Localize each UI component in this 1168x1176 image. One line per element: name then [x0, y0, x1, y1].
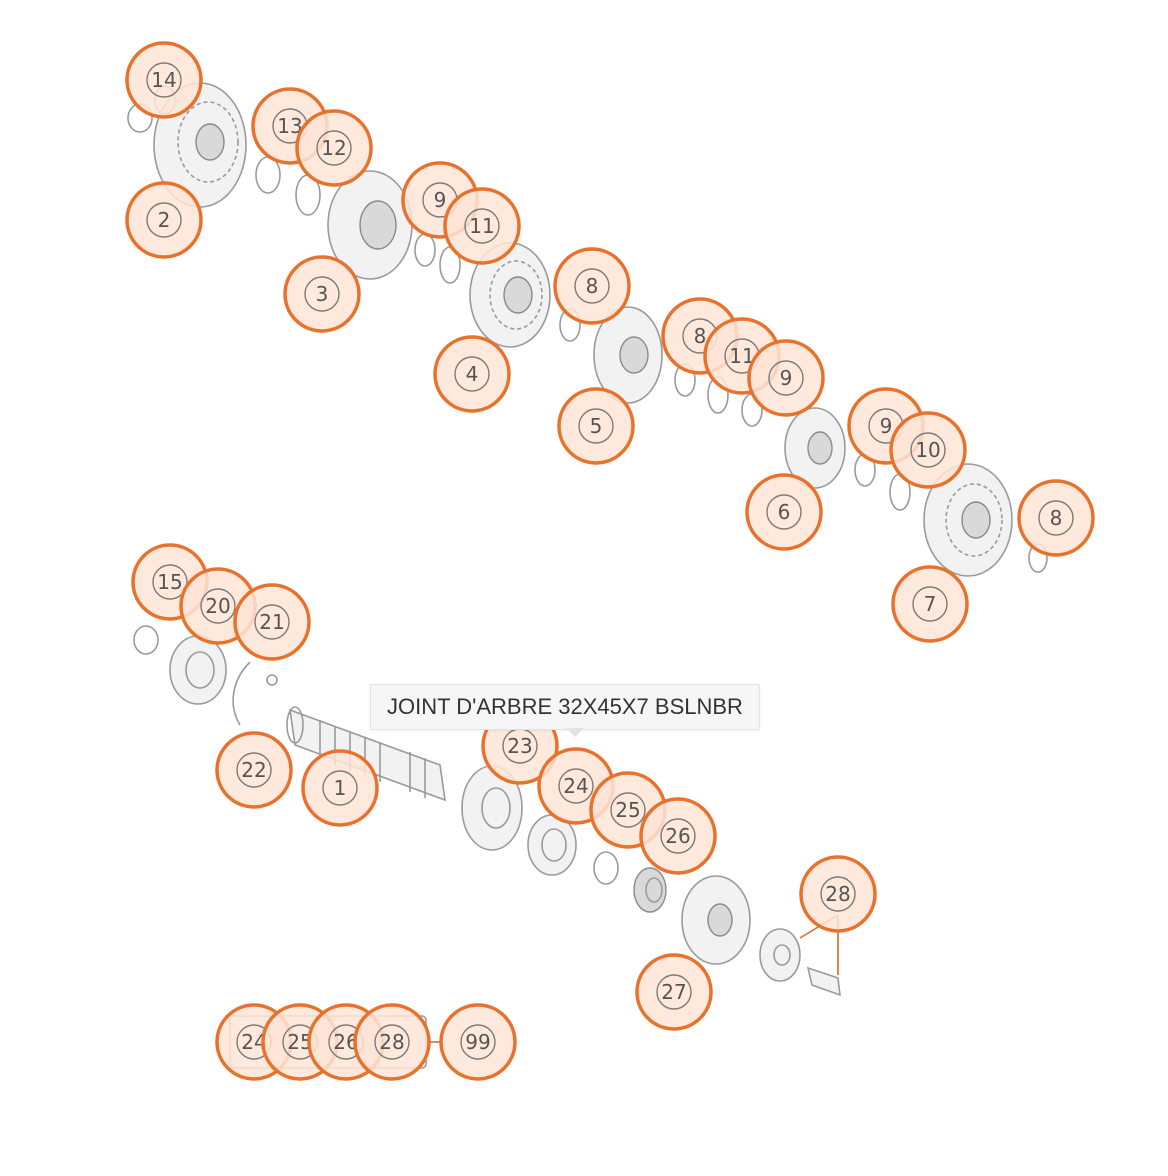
callout-8[interactable]: 8: [1017, 479, 1095, 557]
bearing-23-drawing: [461, 765, 523, 851]
sprocket-27-drawing: [681, 875, 751, 965]
oring-25-drawing: [593, 851, 619, 885]
callout-label: 4: [466, 362, 479, 386]
callout-label: 25: [615, 798, 640, 822]
callout-label: 10: [915, 438, 940, 462]
gear-5-drawing: [593, 306, 763, 427]
upper-shaft-parts: [127, 82, 1048, 577]
callout-7[interactable]: 7: [891, 565, 969, 643]
callout-label: 15: [157, 570, 182, 594]
washer-bolt-28-drawing: [759, 914, 841, 997]
lower-shaft-parts: [133, 625, 841, 1069]
callout-2[interactable]: 2: [125, 181, 203, 259]
callout-label: 11: [469, 214, 494, 238]
callout-21[interactable]: 21: [233, 583, 311, 661]
spacer-26-drawing: [633, 867, 667, 913]
callout-label: 2: [158, 208, 171, 232]
callout-label: 6: [778, 500, 791, 524]
tooltip-arrow: [566, 728, 584, 737]
callout-1[interactable]: 1: [301, 749, 379, 827]
callout-label: 26: [665, 824, 690, 848]
callout-22[interactable]: 22: [215, 731, 293, 809]
bracket-22-drawing: [232, 661, 251, 726]
bearing-20-drawing: [169, 635, 227, 705]
callout-10[interactable]: 10: [889, 411, 967, 489]
screw-21-drawing: [266, 674, 278, 686]
callout-label: 21: [259, 610, 284, 634]
callout-5[interactable]: 5: [557, 387, 635, 465]
callout-28[interactable]: 28: [353, 1003, 431, 1081]
callout-label: 24: [563, 774, 588, 798]
callout-label: 99: [465, 1030, 490, 1054]
circlip-15-drawing: [133, 625, 159, 655]
callout-26[interactable]: 26: [639, 797, 717, 875]
callout-14[interactable]: 14: [125, 41, 203, 119]
callout-label: 5: [590, 414, 603, 438]
callout-label: 12: [321, 136, 346, 160]
callout-label: 22: [241, 758, 266, 782]
gear-7-drawing: [923, 463, 1048, 577]
callout-3[interactable]: 3: [283, 255, 361, 333]
callout-label: 20: [205, 594, 230, 618]
callout-label: 14: [151, 68, 176, 92]
callout-4[interactable]: 4: [433, 335, 511, 413]
callout-label: 23: [507, 734, 532, 758]
seal-24-drawing: [527, 814, 577, 876]
callout-label: 9: [434, 188, 447, 212]
callout-label: 1: [334, 776, 347, 800]
callout-label: 9: [880, 414, 893, 438]
callout-label: 8: [694, 324, 707, 348]
callout-99[interactable]: 99: [439, 1003, 517, 1081]
callout-27[interactable]: 27: [635, 953, 713, 1031]
callout-label: 28: [825, 882, 850, 906]
callout-label: 27: [661, 980, 686, 1004]
callout-label: 28: [379, 1030, 404, 1054]
callout-label: 9: [780, 366, 793, 390]
callout-12[interactable]: 12: [295, 109, 373, 187]
callout-8[interactable]: 8: [553, 247, 631, 325]
callout-label: 7: [924, 592, 937, 616]
callout-9[interactable]: 9: [747, 339, 825, 417]
callout-11[interactable]: 11: [443, 187, 521, 265]
callout-label: 3: [316, 282, 329, 306]
callout-label: 8: [1050, 506, 1063, 530]
part-tooltip: JOINT D'ARBRE 32X45X7 BSLNBR: [370, 684, 760, 730]
callout-28[interactable]: 28: [799, 855, 877, 933]
callout-6[interactable]: 6: [745, 473, 823, 551]
callout-label: 8: [586, 274, 599, 298]
